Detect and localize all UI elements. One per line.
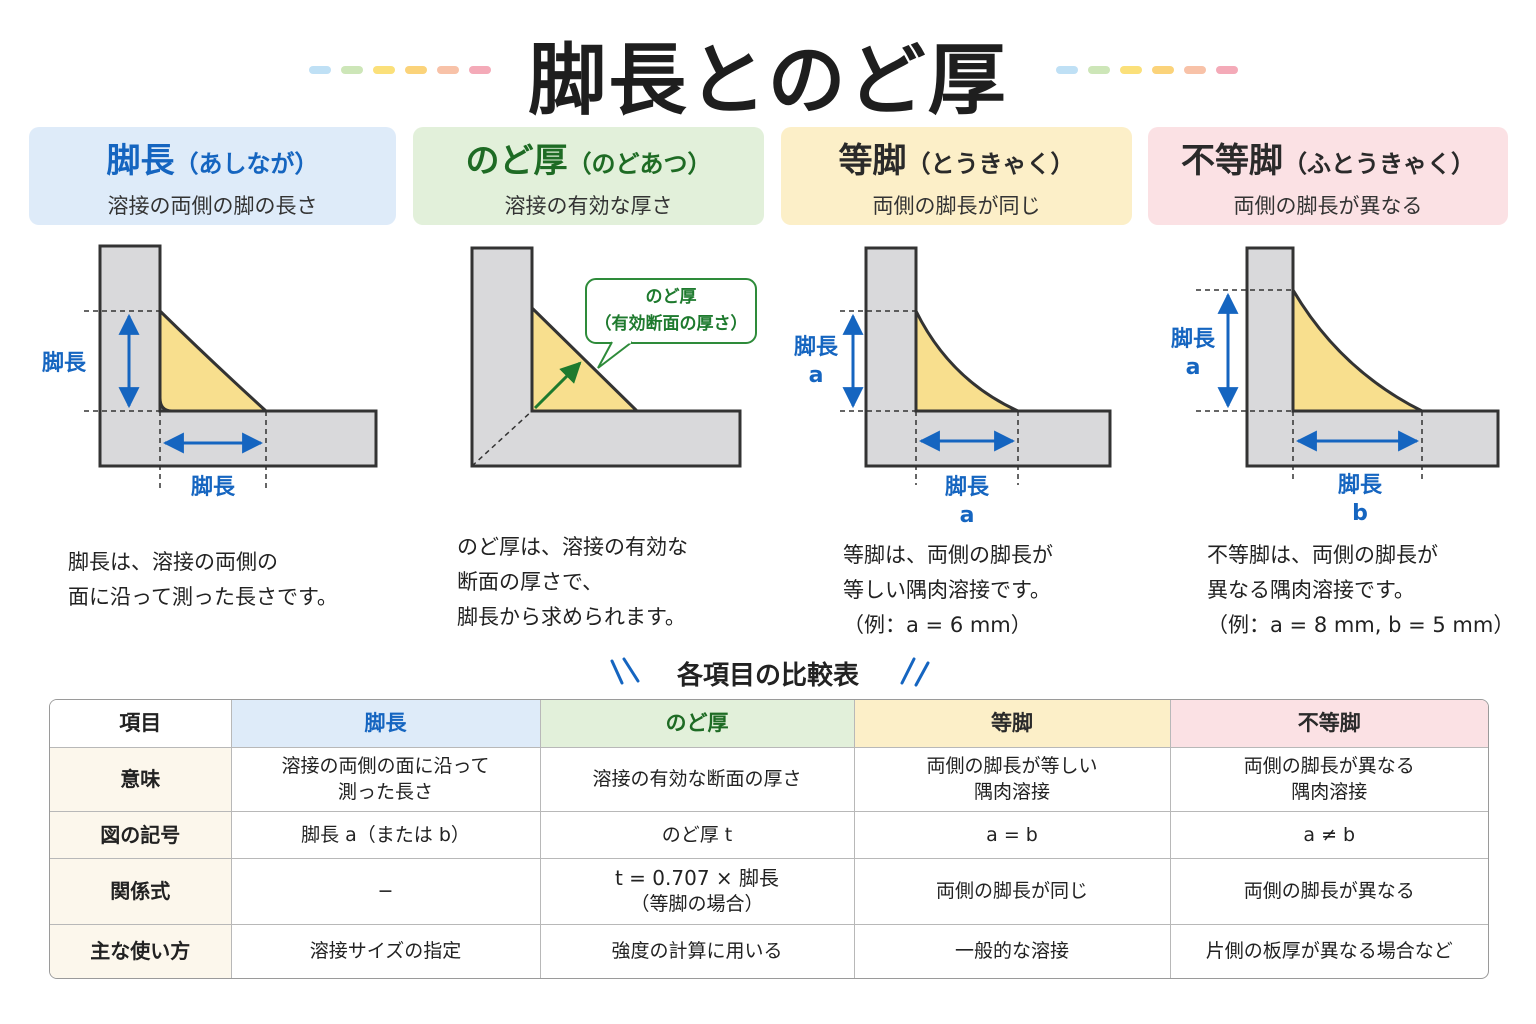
leg-length-label-vertical: 脚長 — [41, 351, 86, 376]
card-throat-thickness: のど厚（のどあつ） 溶接の有効な厚さ — [413, 127, 764, 225]
card-equal-leg: 等脚（とうきゃく） 両側の脚長が同じ — [781, 127, 1132, 225]
description-equal-leg: 等脚は、両側の脚長が 等しい隅肉溶接です。 （例：a = 6 mm） — [843, 538, 1053, 643]
description-line: （例：a = 8 mm, b = 5 mm） — [1207, 613, 1515, 637]
decorative-dots-right — [1056, 66, 1238, 74]
table-cell: t = 0.707 × 脚長（等脚の場合） — [539, 857, 855, 925]
throat-arrow — [533, 361, 582, 410]
table-row: 意味 溶接の両側の面に沿って測った長さ 溶接の有効な断面の厚さ 両側の脚長が等し… — [50, 746, 1488, 812]
row-header: 関係式 — [50, 857, 232, 925]
table-cell: a ≠ b — [1169, 810, 1488, 859]
throat-callout — [585, 278, 757, 344]
card-leg-length: 脚長（あしなが） 溶接の両側の脚の長さ — [29, 127, 396, 225]
header-item: 項目 — [50, 700, 232, 748]
description-unequal-leg: 不等脚は、両側の脚長が 異なる隅肉溶接です。 （例：a = 8 mm, b = … — [1207, 538, 1514, 643]
row-header: 主な使い方 — [50, 923, 232, 978]
callout-line: （有効断面の厚さ） — [594, 314, 748, 334]
table-cell: 両側の脚長が異なる隅肉溶接 — [1169, 746, 1488, 812]
description-line: 脚長は、溶接の両側の — [68, 550, 278, 574]
page-title: 脚長とのど厚 — [528, 36, 1008, 126]
description-line: 断面の厚さで、 — [457, 570, 604, 594]
table-cell: a = b — [853, 810, 1171, 859]
fillet-weld — [1291, 284, 1423, 413]
table-cell: 片側の板厚が異なる場合など — [1169, 923, 1488, 978]
figure-throat-thickness — [470, 246, 757, 468]
header-leg-length: 脚長 — [230, 700, 541, 748]
weld-diagrams — [84, 244, 1500, 488]
card-reading: （あしなが） — [174, 150, 319, 178]
row-header: 図の記号 — [50, 810, 232, 859]
card-reading: （ふとうきゃく） — [1283, 150, 1475, 178]
figure-equal-leg — [840, 246, 1112, 485]
header-equal-leg: 等脚 — [853, 700, 1171, 748]
card-subtitle: 両側の脚長が同じ — [872, 194, 1041, 218]
fillet-weld — [158, 307, 270, 413]
description-line: 等脚は、両側の脚長が — [843, 543, 1053, 567]
header-unequal-leg: 不等脚 — [1169, 700, 1488, 748]
label-line: 脚長 — [944, 475, 989, 500]
decorative-dots-left — [309, 66, 491, 74]
unequal-leg-label-vertical: 脚長 a — [1163, 326, 1223, 382]
description-line: 不等脚は、両側の脚長が — [1207, 543, 1438, 567]
callout-line: のど厚 — [645, 287, 697, 307]
table-cell: 溶接の有効な断面の厚さ — [539, 746, 855, 812]
leg-length-label-horizontal: 脚長 — [190, 475, 235, 500]
label-line: 脚長 — [793, 335, 838, 360]
card-title: のど厚 — [465, 141, 568, 181]
card-unequal-leg: 不等脚（ふとうきゃく） 両側の脚長が異なる — [1148, 127, 1508, 225]
label-line: a — [808, 363, 824, 388]
table-cell: 脚長 a（または b） — [230, 810, 541, 859]
card-subtitle: 溶接の両側の脚の長さ — [107, 194, 318, 218]
heading-accent-right — [900, 657, 930, 687]
table-row: 主な使い方 溶接サイズの指定 強度の計算に用いる 一般的な溶接 片側の板厚が異な… — [50, 923, 1488, 978]
description-leg-length: 脚長は、溶接の両側の 面に沿って測った長さです。 — [68, 545, 338, 615]
table-cell: 溶接サイズの指定 — [230, 923, 541, 978]
table-row: 関係式 − t = 0.707 × 脚長（等脚の場合） 両側の脚長が同じ 両側の… — [50, 857, 1488, 925]
label-line: b — [1352, 501, 1368, 526]
throat-callout-text: のど厚 （有効断面の厚さ） — [586, 284, 756, 338]
label-line: a — [1185, 355, 1201, 380]
label-line: 脚長 — [1337, 473, 1382, 498]
label-line: 脚長 — [1170, 327, 1215, 352]
comparison-heading: 各項目の比較表 — [676, 661, 859, 691]
table-cell: 溶接の両側の面に沿って測った長さ — [230, 746, 541, 812]
card-reading: （とうきゃく） — [906, 150, 1075, 178]
equal-leg-label-vertical: 脚長 a — [786, 334, 846, 390]
table-cell: 強度の計算に用いる — [539, 923, 855, 978]
unequal-leg-label-horizontal: 脚長 b — [1330, 472, 1390, 528]
card-title: 等脚 — [838, 141, 907, 181]
table-header-row: 項目 脚長 のど厚 等脚 不等脚 — [50, 700, 1488, 748]
description-line: のど厚は、溶接の有効な — [457, 535, 688, 559]
table-cell: − — [230, 857, 541, 925]
row-header: 意味 — [50, 746, 232, 812]
card-title: 不等脚 — [1181, 141, 1283, 181]
description-line: （例：a = 6 mm） — [843, 613, 1032, 637]
table-cell: 両側の脚長が等しい隅肉溶接 — [853, 746, 1171, 812]
card-reading: （のどあつ） — [567, 150, 712, 178]
description-line: 脚長から求められます。 — [457, 605, 686, 629]
table-cell: 一般的な溶接 — [853, 923, 1171, 978]
description-line: 等しい隅肉溶接です。 — [843, 578, 1051, 602]
description-line: 異なる隅肉溶接です。 — [1207, 578, 1415, 602]
equal-leg-label-horizontal: 脚長 a — [937, 474, 997, 530]
table-cell: 両側の脚長が異なる — [1169, 857, 1488, 925]
comparison-table: 項目 脚長 のど厚 等脚 不等脚 意味 溶接の両側の面に沿って測った長さ 溶接の… — [49, 699, 1489, 979]
card-subtitle: 両側の脚長が異なる — [1233, 194, 1423, 218]
table-row: 図の記号 脚長 a（または b） のど厚 t a = b a ≠ b — [50, 810, 1488, 859]
description-line: 面に沿って測った長さです。 — [68, 585, 338, 609]
fillet-weld — [914, 310, 1019, 413]
table-cell: 両側の脚長が同じ — [853, 857, 1171, 925]
description-throat-thickness: のど厚は、溶接の有効な 断面の厚さで、 脚長から求められます。 — [457, 530, 688, 635]
table-cell: のど厚 t — [539, 810, 855, 859]
figure-unequal-leg — [1196, 246, 1500, 483]
figure-leg-length — [84, 244, 378, 488]
card-subtitle: 溶接の有効な厚さ — [504, 194, 673, 218]
card-title: 脚長 — [106, 141, 175, 181]
header-throat-thickness: のど厚 — [539, 700, 855, 748]
label-line: a — [959, 503, 975, 528]
heading-accent-left — [610, 657, 640, 685]
